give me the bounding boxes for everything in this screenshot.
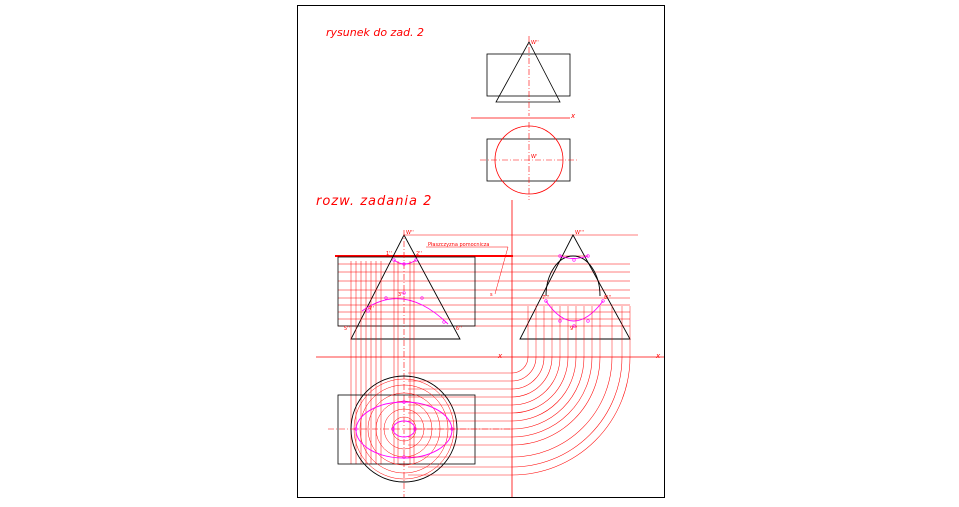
sol-rotation-arcs bbox=[408, 306, 631, 476]
sol-note-leader bbox=[494, 246, 509, 295]
heading-solution: rozw. zadania 2 bbox=[316, 194, 432, 209]
pt-3c: 9''' bbox=[570, 326, 577, 332]
sol-cylinder-arc-side bbox=[545, 255, 601, 297]
sol-top-box bbox=[337, 394, 476, 465]
task-axis-label: x bbox=[570, 112, 576, 120]
point-marker bbox=[586, 319, 590, 323]
point-marker bbox=[558, 254, 562, 258]
task-apex-top-label: W' bbox=[531, 154, 537, 160]
task-apex-front-label: W'' bbox=[531, 40, 539, 46]
sol-intersection-curve-front bbox=[361, 298, 449, 325]
rotation-arc bbox=[511, 356, 537, 382]
point-marker bbox=[402, 400, 406, 404]
rotation-arc bbox=[511, 356, 577, 422]
drawing-sheet: rysunek do zad. 2 W'' x W' rozw. zadania… bbox=[297, 5, 665, 498]
pt-3a: 7''' bbox=[542, 295, 549, 301]
rotation-arc bbox=[511, 356, 585, 430]
pt-1b: 2'' bbox=[416, 251, 422, 257]
rotation-arc bbox=[511, 356, 569, 414]
rotation-arc bbox=[511, 356, 593, 438]
point-marker bbox=[366, 309, 370, 313]
sol-apex-side-label: W''' bbox=[575, 230, 584, 236]
sol-point-markers bbox=[354, 254, 605, 459]
rotation-arc bbox=[511, 356, 601, 446]
rotation-arc bbox=[511, 356, 545, 390]
sol-intersection-curve-side bbox=[545, 300, 604, 322]
sol-cone-front bbox=[350, 234, 461, 340]
rotation-arc bbox=[511, 356, 553, 398]
point-marker bbox=[450, 427, 454, 431]
pt-2b: 6'' bbox=[456, 326, 462, 332]
point-marker bbox=[442, 320, 446, 324]
sol-horizontal-lines bbox=[338, 263, 630, 327]
point-marker bbox=[601, 299, 605, 303]
point-marker bbox=[354, 427, 358, 431]
technical-drawing: rysunek do zad. 2 W'' x W' rozw. zadania… bbox=[316, 26, 664, 497]
point-marker bbox=[558, 319, 562, 323]
sol-s-label: s bbox=[490, 292, 493, 298]
task-front-box bbox=[486, 53, 571, 97]
point-marker bbox=[413, 427, 417, 431]
sol-front-box bbox=[337, 256, 476, 327]
sol-axis-label-1: x bbox=[497, 352, 503, 360]
point-marker bbox=[544, 299, 548, 303]
point-marker bbox=[402, 262, 406, 266]
point-marker bbox=[402, 455, 406, 459]
rotation-arc bbox=[511, 356, 529, 374]
point-marker bbox=[572, 258, 576, 262]
task-top-view: W' bbox=[480, 122, 578, 200]
task-cone-front bbox=[495, 41, 561, 103]
point-marker bbox=[391, 427, 395, 431]
point-marker bbox=[572, 324, 576, 328]
rotation-arc bbox=[511, 356, 561, 406]
pt-2a: 5'' bbox=[344, 326, 350, 332]
sol-front-view: W'' 1'' 2'' 3'' 5'' 6'' 4'' Płaszczyzna … bbox=[337, 230, 509, 497]
rotation-arc bbox=[511, 356, 631, 476]
point-marker bbox=[586, 254, 590, 258]
point-marker bbox=[384, 296, 388, 300]
task-front-view: W'' bbox=[486, 36, 571, 116]
pt-3b: 8''' bbox=[604, 295, 611, 301]
point-marker bbox=[414, 258, 418, 262]
point-marker bbox=[392, 258, 396, 262]
rotation-arc bbox=[511, 356, 623, 468]
point-marker bbox=[420, 296, 424, 300]
point-marker bbox=[402, 291, 406, 295]
sol-side-view: W''' 7''' 8''' 9''' bbox=[519, 230, 631, 340]
pt-1c: 3'' bbox=[398, 292, 404, 298]
sol-apex-front-label: W'' bbox=[406, 230, 414, 236]
sol-axis-label-2: x bbox=[655, 352, 661, 360]
sol-cone-side bbox=[519, 234, 631, 340]
pt-1a: 1'' bbox=[386, 251, 392, 257]
heading-task: rysunek do zad. 2 bbox=[326, 26, 424, 39]
sol-note-label: Płaszczyzna pomocnicza bbox=[428, 242, 489, 248]
rotation-arc bbox=[511, 356, 613, 458]
